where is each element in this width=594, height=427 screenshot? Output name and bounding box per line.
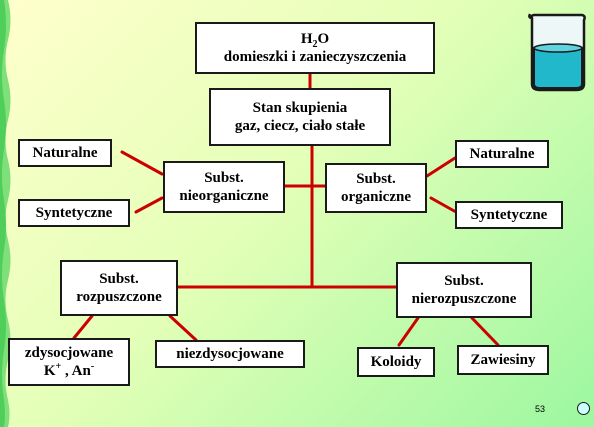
organic-subtitle: organiczne <box>341 189 411 205</box>
node-water: H2O domieszki i zanieczyszczenia <box>195 22 435 74</box>
connector-undissociated <box>168 314 198 342</box>
state-values: gaz, ciecz, ciało stałe <box>234 118 366 134</box>
dissociated-ions: K+ , An- <box>43 361 95 380</box>
natural-right-label: Naturalne <box>469 146 535 162</box>
page-number: 53 <box>535 404 546 414</box>
node-synthetic-right: Syntetyczne <box>455 201 563 229</box>
node-undissolved: Subst. nierozpuszczone <box>396 262 532 318</box>
node-inorganic: Subst. nieorganiczne <box>163 161 285 213</box>
water-formula: H2O <box>300 31 330 50</box>
synthetic-right-label: Syntetyczne <box>470 207 548 223</box>
connector-natural-left <box>120 150 164 176</box>
undissociated-label: niezdysocjowane <box>176 346 284 362</box>
node-undissociated: niezdysocjowane <box>155 340 305 368</box>
node-suspensions: Zawiesiny <box>457 345 549 375</box>
node-natural-right: Naturalne <box>455 140 549 168</box>
connector-synthetic-right <box>429 196 458 214</box>
node-dissociated: zdysocjowane K+ , An- <box>8 338 130 386</box>
node-synthetic-left: Syntetyczne <box>18 199 130 227</box>
suspensions-label: Zawiesiny <box>470 352 536 368</box>
state-title: Stan skupienia <box>252 100 348 116</box>
dissociated-title: zdysocjowane <box>24 345 114 361</box>
inorganic-subtitle: nieorganiczne <box>179 188 269 204</box>
synthetic-left-label: Syntetyczne <box>35 205 113 221</box>
decorative-left-edge <box>0 0 11 427</box>
inorganic-title: Subst. <box>204 170 244 186</box>
circle-nav-icon[interactable] <box>577 402 590 415</box>
node-colloids: Koloidy <box>357 347 435 377</box>
connector-dissociated <box>72 314 94 340</box>
colloids-label: Koloidy <box>370 354 422 370</box>
undissolved-title: Subst. <box>444 273 484 289</box>
undissolved-subtitle: nierozpuszczone <box>411 291 517 307</box>
beaker-icon <box>528 13 586 92</box>
connectors <box>72 72 500 347</box>
node-organic: Subst. organiczne <box>325 163 427 213</box>
connector-suspensions <box>470 316 500 347</box>
node-state: Stan skupienia gaz, ciecz, ciało stałe <box>209 88 391 146</box>
node-dissolved: Subst. rozpuszczone <box>60 260 178 316</box>
water-subtitle: domieszki i zanieczyszczenia <box>223 49 407 65</box>
connector-synthetic-left <box>134 196 164 214</box>
organic-title: Subst. <box>356 171 396 187</box>
node-natural-left: Naturalne <box>18 139 112 167</box>
dissolved-subtitle: rozpuszczone <box>76 289 162 305</box>
connector-natural-right <box>425 156 457 178</box>
dissolved-title: Subst. <box>99 271 139 287</box>
connector-colloids <box>397 316 420 347</box>
natural-left-label: Naturalne <box>32 145 98 161</box>
